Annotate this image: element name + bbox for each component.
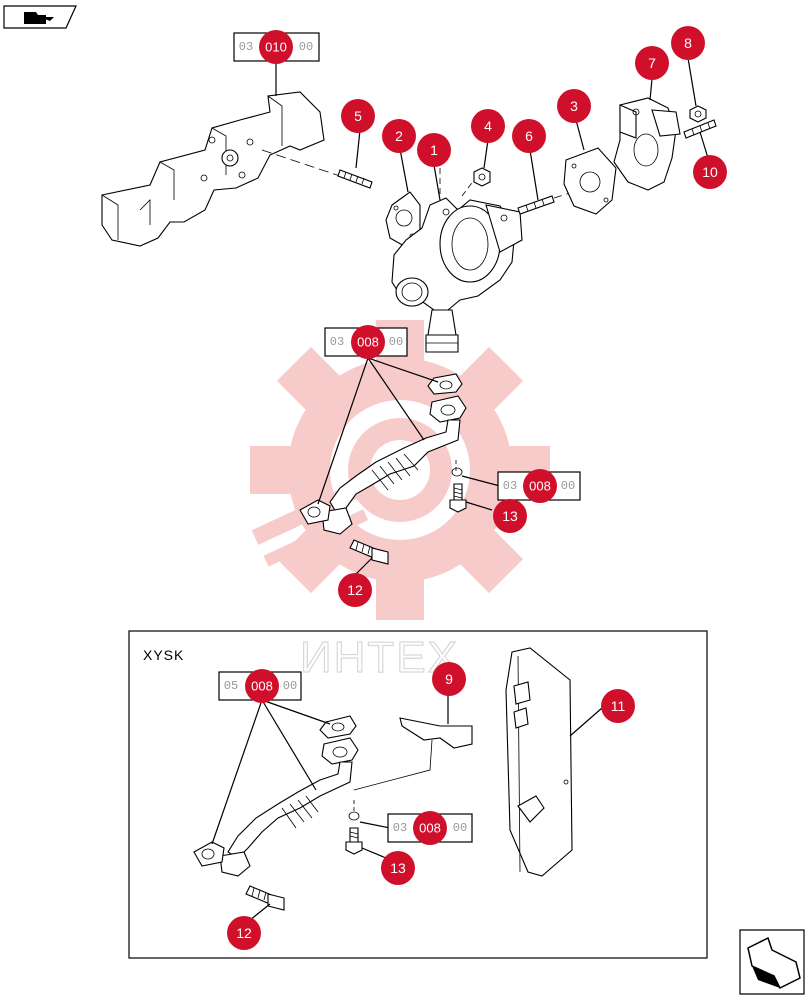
reference-box-variant-pipe[interactable]: 05 008 00 [218,669,302,703]
callout-13-main[interactable]: 13 [493,499,527,533]
stud-6 [517,189,581,215]
svg-text:03: 03 [239,40,253,54]
watermark-text: ИНТЕХ [300,633,459,682]
oil-return-pipe-variant [193,715,363,911]
svg-text:3: 3 [570,98,578,114]
svg-text:010: 010 [265,40,287,55]
nut-8 [689,105,707,123]
svg-text:03: 03 [393,821,407,835]
svg-text:00: 00 [561,479,575,493]
exhaust-manifold [101,91,325,247]
reference-box-pipe[interactable]: 03 008 00 [324,325,408,359]
folder-icon[interactable] [3,5,77,29]
svg-text:8: 8 [684,35,692,51]
svg-text:2: 2 [395,128,403,144]
svg-text:00: 00 [283,679,297,693]
reference-box-washer[interactable]: 03 008 00 [497,469,581,503]
callout-1[interactable]: 1 [417,133,451,167]
svg-text:13: 13 [502,508,518,524]
oil-return-pipe [299,373,467,565]
svg-text:1: 1 [430,142,438,158]
svg-text:03: 03 [503,479,517,493]
svg-text:9: 9 [445,671,453,687]
variant-inset-frame [128,630,708,959]
svg-text:03: 03 [330,335,344,349]
svg-text:00: 00 [299,40,313,54]
svg-text:12: 12 [236,925,252,941]
callout-6[interactable]: 6 [512,119,546,153]
svg-text:008: 008 [357,335,379,350]
elbow-7 [613,97,681,191]
svg-text:00: 00 [453,821,467,835]
reference-box-variant-washer[interactable]: 03 008 00 [387,811,473,845]
callout-11[interactable]: 11 [601,689,635,723]
next-page-arrow-icon[interactable] [739,929,805,995]
gasket-3 [563,147,617,215]
heat-shield-11 [505,647,573,877]
variant-label: XYSK [143,647,184,663]
callout-7[interactable]: 7 [635,46,669,80]
stud-10 [683,119,717,139]
callout-2[interactable]: 2 [382,119,416,153]
svg-text:5: 5 [354,108,362,124]
svg-text:4: 4 [484,118,492,134]
svg-text:008: 008 [419,821,441,836]
callout-4[interactable]: 4 [471,109,505,143]
svg-text:11: 11 [611,698,626,714]
stud-5 [261,149,373,189]
callout-8[interactable]: 8 [671,26,705,60]
turbocharger-1 [391,197,523,353]
reference-box-manifold[interactable]: 03 010 00 [233,30,320,64]
svg-text:00: 00 [389,335,403,349]
bracket-9 [353,717,473,791]
svg-text:008: 008 [251,679,273,694]
svg-text:6: 6 [525,128,533,144]
svg-text:7: 7 [648,55,656,71]
svg-text:13: 13 [390,860,406,876]
svg-text:008: 008 [529,479,551,494]
svg-text:10: 10 [702,164,718,180]
callout-12-variant[interactable]: 12 [227,916,261,950]
callout-12-main[interactable]: 12 [338,573,372,607]
callout-3[interactable]: 3 [557,89,591,123]
callout-13-variant[interactable]: 13 [381,851,415,885]
callout-9[interactable]: 9 [432,662,466,696]
callout-5[interactable]: 5 [341,99,375,133]
callout-10[interactable]: 10 [693,155,727,189]
svg-text:05: 05 [224,679,238,693]
svg-text:12: 12 [347,582,363,598]
nut-4 [473,167,491,187]
